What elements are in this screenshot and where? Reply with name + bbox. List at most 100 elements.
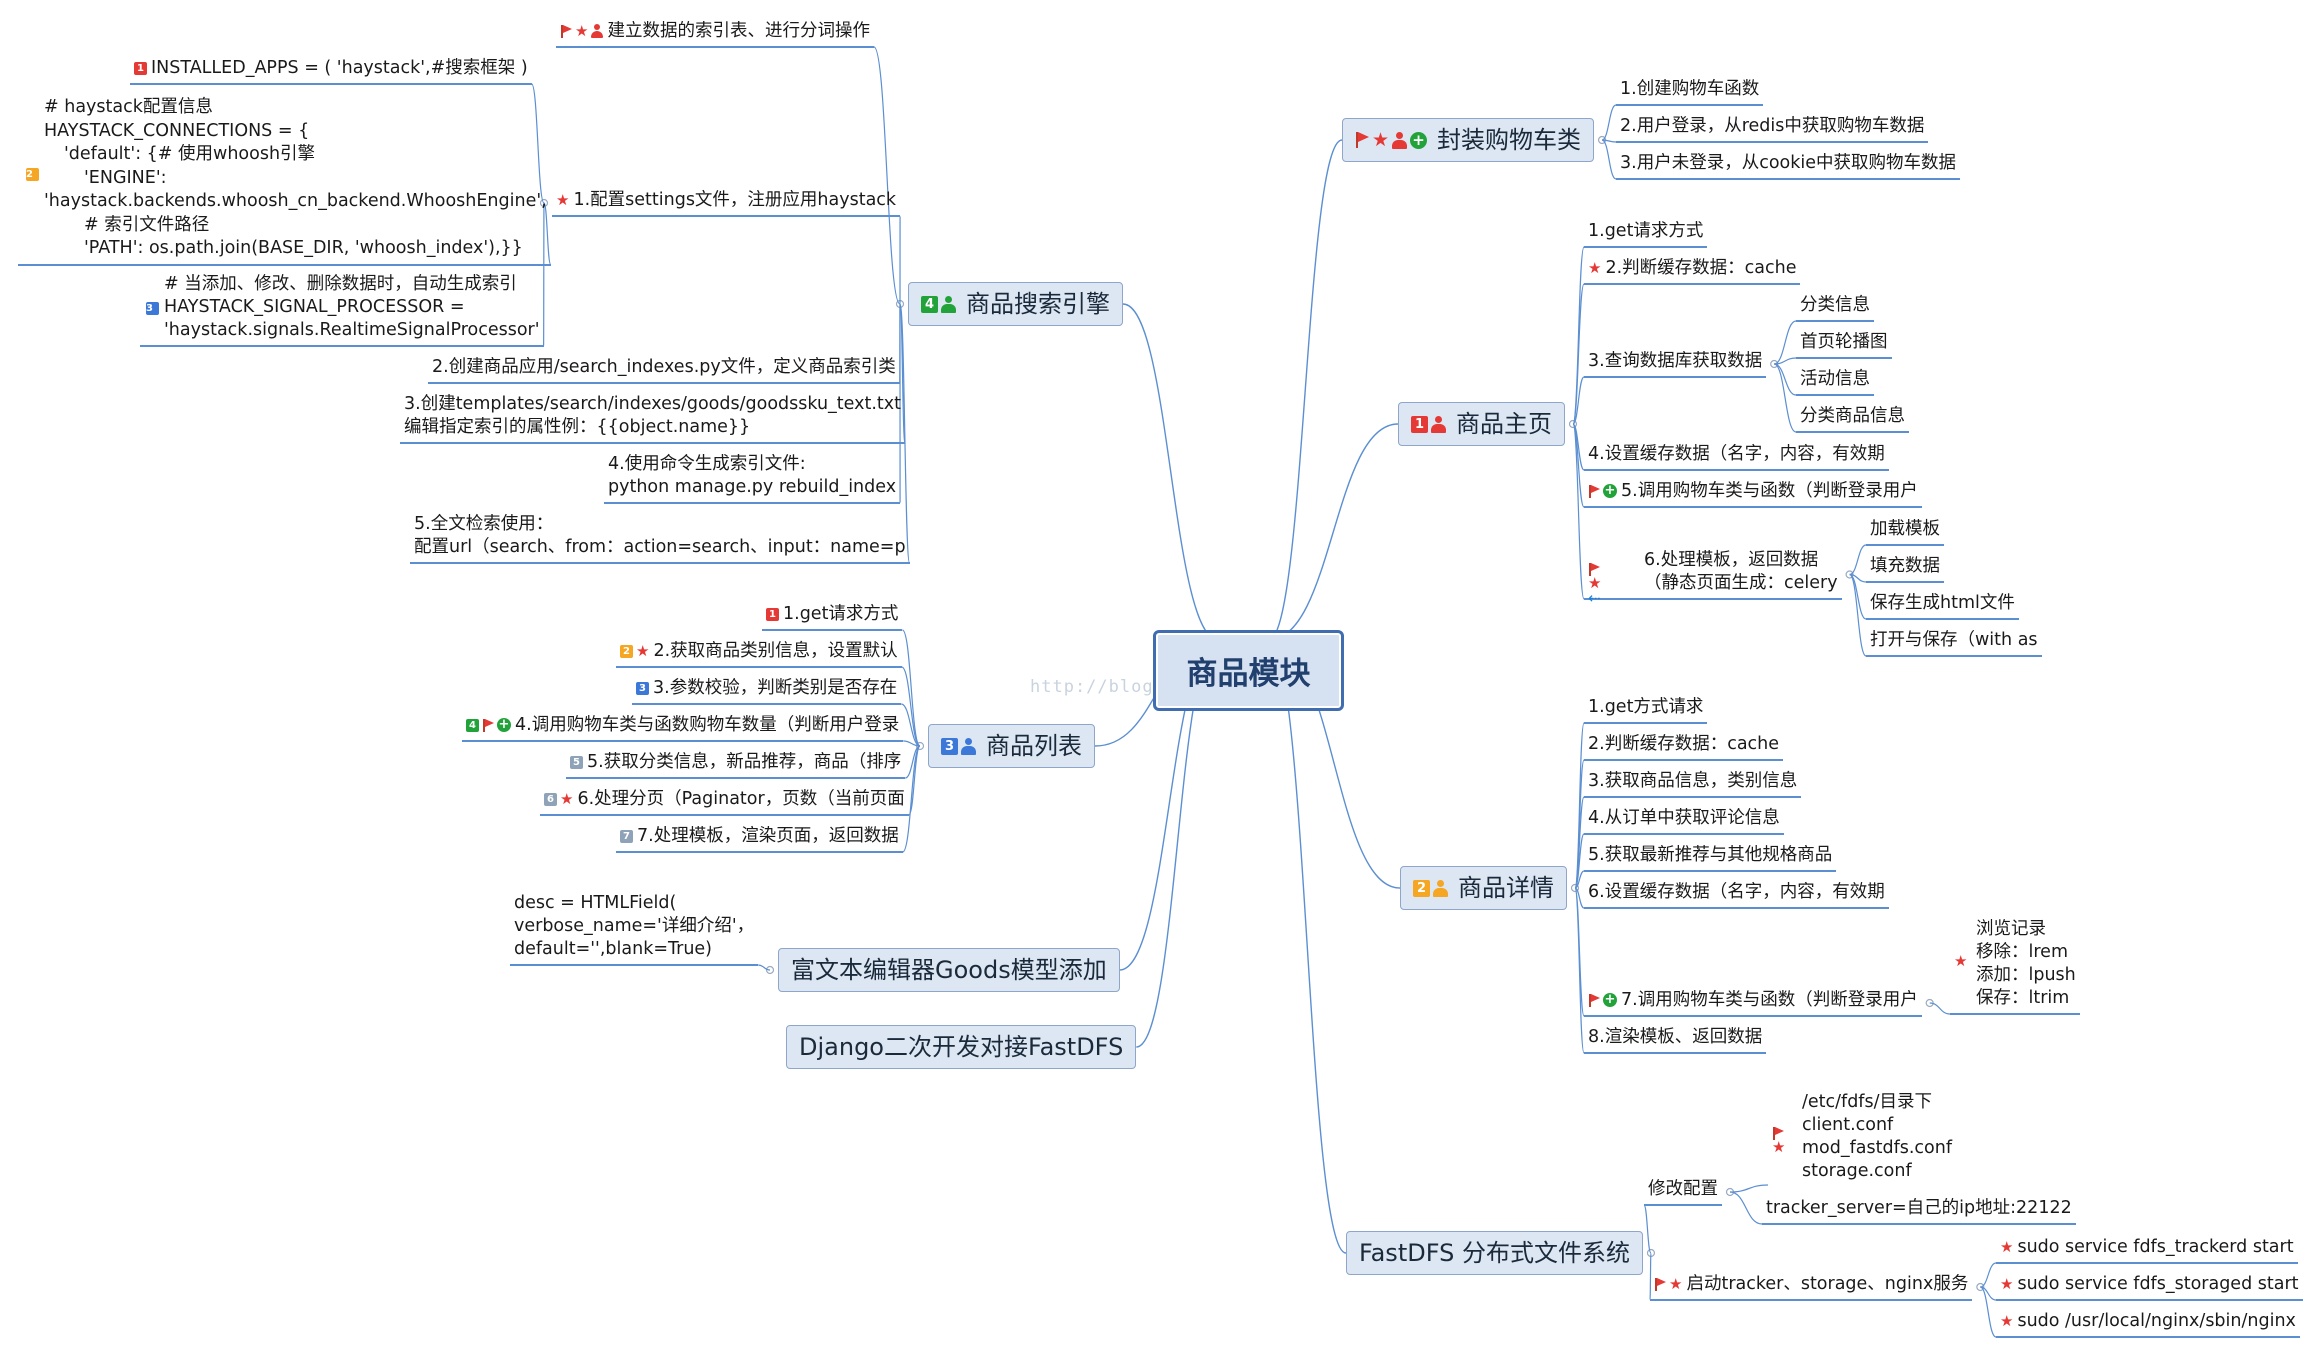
leaf-signal-processor[interactable]: 3 # 当添加、修改、删除数据时，自动生成索引 HAYSTACK_SIGNAL_…: [140, 273, 544, 347]
flag-icon: [1588, 563, 1600, 576]
leaf-home-6c[interactable]: 保存生成html文件: [1866, 592, 2019, 620]
code-line: desc = HTMLField(: [514, 893, 677, 913]
leaf-text: 1.get方式请求: [1588, 697, 1704, 717]
connector: [1980, 1262, 1997, 1288]
number-badge-icon: 4: [466, 718, 479, 732]
leaf-home-6[interactable]: ★⇠ 6.处理模板，返回数据 （静态页面生成：celery: [1584, 549, 1842, 606]
leaf-htmlfield[interactable]: desc = HTMLField( verbose_name='详细介绍'， d…: [510, 892, 759, 966]
connector: [873, 46, 901, 305]
leaf-tracker-server[interactable]: tracker_server=自己的ip地址:22122: [1762, 1197, 2076, 1225]
leaf-cart-2[interactable]: 2.用户登录，从redis中获取购物车数据: [1616, 115, 1929, 143]
leaf-rebuild-index[interactable]: 4.使用命令生成索引文件: python manage.py rebuild_i…: [604, 453, 901, 504]
branch-cart-class[interactable]: ★+ 封装购物车类: [1342, 118, 1595, 162]
code-line: 3.创建templates/search/indexes/goods/goods…: [404, 394, 901, 414]
leaf-home-6a[interactable]: 加载模板: [1866, 518, 1944, 546]
code-line: 'haystack.backends.whoosh_cn_backend.Who…: [44, 191, 547, 211]
leaf-home-4[interactable]: 4.设置缓存数据（名字，内容，有效期: [1584, 443, 1889, 471]
connector: [1572, 423, 1585, 600]
leaf-list-4[interactable]: 4+4.调用购物车类与函数购物车数量（判断用户登录: [462, 714, 904, 742]
leaf-text: 4.设置缓存数据（名字，内容，有效期: [1588, 444, 1885, 464]
leaf-home-3[interactable]: 3.查询数据库获取数据: [1584, 350, 1767, 378]
leaf-list-6[interactable]: 6★6.处理分页（Paginator，页数（当前页面: [540, 788, 909, 816]
branch-product-detail[interactable]: 2 商品详情: [1400, 866, 1567, 910]
connector: [901, 666, 921, 747]
leaf-start-trackerd[interactable]: ★sudo service fdfs_trackerd start: [1996, 1236, 2298, 1264]
connector: [1849, 573, 1867, 657]
leaf-text: 活动信息: [1800, 369, 1870, 389]
branch-homepage[interactable]: 1 商品主页: [1398, 402, 1565, 446]
leaf-home-3c[interactable]: 活动信息: [1796, 368, 1874, 396]
star-icon: ★: [1588, 258, 1602, 277]
connector: [543, 202, 552, 266]
leaf-detail-5[interactable]: 5.获取最新推荐与其他规格商品: [1584, 844, 1837, 872]
leaf-detail-1[interactable]: 1.get方式请求: [1584, 696, 1708, 724]
leaf-detail-4[interactable]: 4.从订单中获取评论信息: [1584, 807, 1784, 835]
branch-search-engine[interactable]: 4 商品搜索引擎: [908, 282, 1123, 326]
leaf-fulltext-search[interactable]: 5.全文检索使用： 配置url（search、from：action=searc…: [410, 513, 910, 564]
leaf-home-6b[interactable]: 填充数据: [1866, 555, 1944, 583]
leaf-home-3a[interactable]: 分类信息: [1796, 294, 1874, 322]
leaf-text: sudo /usr/local/nginx/sbin/nginx: [2017, 1311, 2296, 1331]
number-badge-icon: 5: [570, 755, 583, 769]
connector: [900, 703, 921, 747]
flag-icon: [1355, 132, 1369, 148]
leaf-haystack-connections[interactable]: 2 # haystack配置信息 HAYSTACK_CONNECTIONS = …: [18, 96, 551, 266]
code-line: 5.全文检索使用：: [414, 514, 554, 534]
connector: [1774, 363, 1797, 396]
leaf-start-storaged[interactable]: ★sudo service fdfs_storaged start: [1996, 1273, 2303, 1301]
leaf-detail-7[interactable]: +7.调用购物车类与函数（判断登录用户: [1584, 989, 1922, 1017]
leaf-text: INSTALLED_APPS = ( 'haystack',#搜索框架 ): [151, 58, 528, 78]
leaf-text: 3.用户未登录，从cookie中获取购物车数据: [1620, 153, 1956, 173]
leaf-start-nginx[interactable]: ★sudo /usr/local/nginx/sbin/nginx: [1996, 1310, 2300, 1338]
branch-product-list[interactable]: 3 商品列表: [928, 724, 1095, 768]
leaf-configure-settings[interactable]: ★1.配置settings文件，注册应用haystack: [552, 189, 901, 217]
leaf-detail-8[interactable]: 8.渲染模板、返回数据: [1584, 1026, 1767, 1054]
arrow-icon: ⇠: [1588, 589, 1601, 607]
star-icon: ★: [1588, 574, 1602, 592]
number-badge-icon: 3: [636, 681, 649, 695]
connector: [899, 303, 911, 564]
leaf-home-3d[interactable]: 分类商品信息: [1796, 405, 1909, 433]
connector: [1572, 283, 1585, 425]
leaf-home-6d[interactable]: 打开与保存（with as: [1866, 629, 2042, 657]
leaf-home-3b[interactable]: 首页轮播图: [1796, 331, 1892, 359]
leaf-modify-config[interactable]: 修改配置: [1644, 1178, 1722, 1206]
leaf-search-index-table[interactable]: ★建立数据的索引表、进行分词操作: [556, 20, 874, 48]
central-topic[interactable]: 商品模块: [1153, 630, 1344, 711]
code-line: 6.处理模板，返回数据: [1644, 550, 1819, 570]
leaf-list-2[interactable]: 2★2.获取商品类别信息，设置默认: [616, 640, 902, 668]
leaf-home-5[interactable]: +5.调用购物车类与函数（判断登录用户: [1584, 480, 1922, 508]
person-icon: [591, 24, 604, 38]
leaf-cart-1[interactable]: 1.创建购物车函数: [1616, 78, 1764, 106]
leaf-text: 修改配置: [1648, 1179, 1718, 1199]
leaf-start-services[interactable]: ★启动tracker、storage、nginx服务: [1650, 1273, 1973, 1301]
leaf-home-1[interactable]: 1.get请求方式: [1584, 220, 1708, 248]
leaf-browse-history[interactable]: ★ 浏览记录 移除：lrem 添加：lpush 保存：ltrim: [1950, 918, 2080, 1015]
code-line: 添加：lpush: [1976, 965, 2076, 985]
leaf-search-indexes[interactable]: 2.创建商品应用/search_indexes.py文件，定义商品索引类: [428, 356, 900, 384]
leaf-cart-3[interactable]: 3.用户未登录，从cookie中获取购物车数据: [1616, 152, 1960, 180]
leaf-fdfs-dir[interactable]: ★ /etc/fdfs/目录下 client.conf mod_fastdfs.…: [1768, 1091, 1956, 1186]
flag-icon: [1588, 993, 1600, 1007]
branch-label: FastDFS 分布式文件系统: [1359, 1239, 1630, 1267]
code-line: /etc/fdfs/目录下: [1802, 1092, 1932, 1112]
leaf-home-2[interactable]: ★2.判断缓存数据：cache: [1584, 257, 1801, 285]
branch-rich-text[interactable]: 富文本编辑器Goods模型添加: [778, 948, 1120, 992]
star-icon: ★: [556, 190, 570, 209]
leaf-detail-6[interactable]: 6.设置缓存数据（名字，内容，有效期: [1584, 881, 1889, 909]
plus-icon: +: [497, 717, 511, 732]
leaf-template-text[interactable]: 3.创建templates/search/indexes/goods/goods…: [400, 393, 905, 444]
leaf-text: 3.查询数据库获取数据: [1588, 351, 1763, 371]
connector: [1601, 139, 1617, 180]
leaf-detail-2[interactable]: 2.判断缓存数据：cache: [1584, 733, 1784, 761]
branch-fastdfs[interactable]: FastDFS 分布式文件系统: [1346, 1231, 1643, 1275]
person-icon: [1433, 879, 1448, 897]
leaf-detail-3[interactable]: 3.获取商品信息，类别信息: [1584, 770, 1802, 798]
branch-django-fastdfs[interactable]: Django二次开发对接FastDFS: [786, 1025, 1137, 1069]
